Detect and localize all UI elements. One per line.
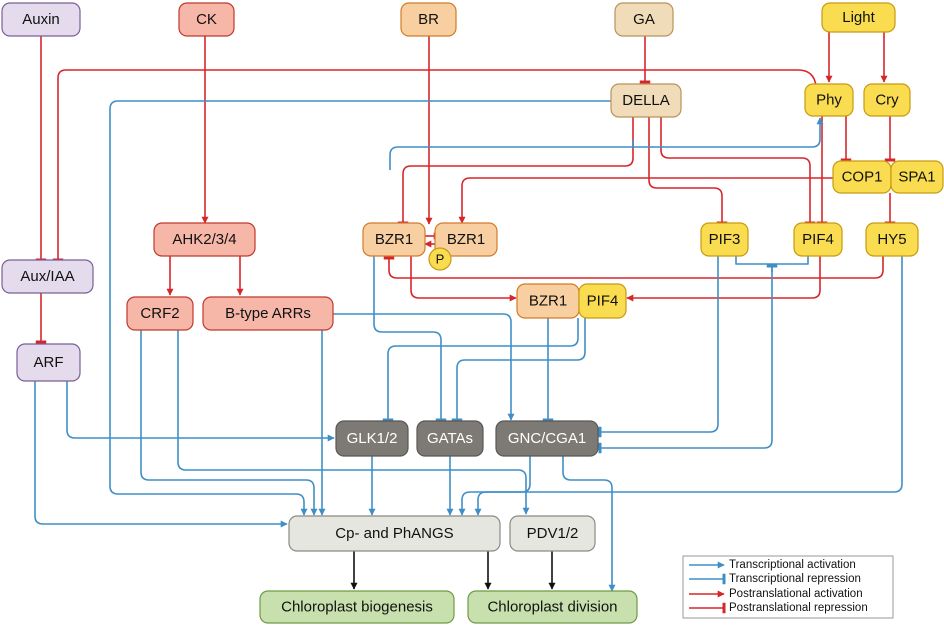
- node-crf2: CRF2: [126, 296, 194, 331]
- node-gatas: GATAs: [416, 420, 484, 457]
- node-br: BR: [400, 2, 457, 37]
- node-ahk: AHK2/3/4: [153, 222, 256, 257]
- node-pdv: PDV1/2: [509, 515, 596, 552]
- node-cop1: COP1: [832, 160, 892, 194]
- node-light: Light: [821, 2, 896, 33]
- node-bzr1-left: BZR1: [362, 222, 426, 257]
- node-aux-iaa: Aux/IAA: [1, 259, 94, 294]
- svg-text:Cry: Cry: [875, 92, 899, 109]
- edge-hy5-bzr1: [383, 256, 884, 279]
- svg-text:AHK2/3/4: AHK2/3/4: [172, 231, 236, 248]
- edge-arf-cp: [34, 381, 288, 528]
- node-auxin: Auxin: [1, 2, 81, 37]
- svg-text:BZR1: BZR1: [375, 231, 413, 248]
- svg-text:BR: BR: [418, 11, 439, 28]
- edge-della-pif4: [660, 116, 816, 225]
- node-bzr1-right: BZR1: [434, 222, 498, 257]
- node-hy5: HY5: [865, 222, 919, 257]
- svg-text:CRF2: CRF2: [140, 305, 179, 322]
- edge-cop1-bzr1: [458, 177, 833, 224]
- svg-text:PDV1/2: PDV1/2: [527, 525, 579, 542]
- edge-gnc-cp: [458, 456, 531, 516]
- svg-text:COP1: COP1: [842, 169, 883, 186]
- svg-text:Light: Light: [842, 9, 875, 26]
- node-chloroplast-division: Chloroplast division: [467, 590, 638, 624]
- node-cp-phangs: Cp- and PhANGS: [288, 515, 501, 552]
- svg-text:Chloroplast division: Chloroplast division: [487, 599, 617, 616]
- node-pif4-top: PIF4: [793, 222, 843, 257]
- edge-crf2-cp: [140, 330, 318, 516]
- node-ga: GA: [614, 2, 674, 37]
- node-pif3: PIF3: [700, 222, 749, 257]
- node-ck: CK: [178, 2, 235, 37]
- legend-item-postranslational-repression: Postranslational repression: [689, 602, 868, 614]
- edge-della-bzr1: [397, 116, 634, 225]
- edge-arf-glk: [66, 381, 335, 442]
- svg-text:Transcriptional repression: Transcriptional repression: [729, 573, 861, 585]
- svg-text:CK: CK: [196, 11, 217, 28]
- legend-item-transcriptional-repression: Transcriptional repression: [689, 573, 861, 585]
- edge-della-pif3: [648, 116, 728, 225]
- edge-phy-auxiaa: [52, 69, 817, 262]
- legend-item-transcriptional-activation: Transcriptional activation: [689, 559, 856, 571]
- legend: Transcriptional activation Transcription…: [682, 555, 894, 619]
- node-chloroplast-biogenesis: Chloroplast biogenesis: [259, 590, 455, 624]
- node-della: DELLA: [610, 83, 682, 118]
- svg-text:GA: GA: [633, 11, 655, 28]
- svg-text:SPA1: SPA1: [898, 169, 935, 186]
- node-glk: GLK1/2: [335, 420, 409, 457]
- node-b-type-arrs: B-type ARRs: [202, 296, 334, 331]
- svg-text:Auxin: Auxin: [22, 11, 60, 28]
- svg-text:Cp- and PhANGS: Cp- and PhANGS: [335, 525, 453, 542]
- edge-barrs-gnc: [333, 313, 515, 421]
- svg-text:P: P: [436, 252, 445, 267]
- svg-text:Aux/IAA: Aux/IAA: [20, 268, 74, 285]
- edge-della-cp: [109, 100, 611, 516]
- svg-text:HY5: HY5: [877, 231, 906, 248]
- edge-della-phy: [389, 118, 820, 170]
- edge-pif3-gnc: [598, 256, 719, 438]
- edge-bzr1-bzr1pif4: [410, 256, 517, 302]
- edge-hy5-cp: [474, 256, 903, 516]
- svg-text:BZR1: BZR1: [529, 293, 567, 310]
- svg-text:Postranslational repression: Postranslational repression: [729, 602, 868, 614]
- node-arf: ARF: [16, 343, 81, 382]
- svg-text:Chloroplast biogenesis: Chloroplast biogenesis: [281, 599, 433, 616]
- svg-text:Phy: Phy: [816, 92, 842, 109]
- svg-text:GNC/CGA1: GNC/CGA1: [508, 430, 586, 447]
- node-phosphate: P: [428, 247, 452, 271]
- node-cry: Cry: [863, 83, 911, 117]
- svg-text:GATAs: GATAs: [427, 430, 473, 447]
- svg-text:PIF3: PIF3: [709, 231, 741, 248]
- svg-text:BZR1: BZR1: [447, 231, 485, 248]
- edges: [34, 32, 903, 592]
- edge-crf2-pdv: [177, 330, 530, 515]
- svg-text:DELLA: DELLA: [622, 92, 670, 109]
- node-pif4-mid: PIF4: [578, 283, 627, 319]
- edge-pif4-bzr1pif4: [626, 256, 821, 302]
- edge-gnc-division: [562, 456, 616, 592]
- legend-item-postranslational-activation: Postranslational activation: [689, 588, 863, 600]
- edge-bzr1pif4-gatas: [451, 318, 586, 422]
- node-spa1: SPA1: [890, 160, 944, 194]
- edge-bzr1pif4-glk: [382, 318, 579, 422]
- svg-text:B-type ARRs: B-type ARRs: [225, 305, 311, 322]
- svg-text:PIF4: PIF4: [587, 293, 619, 310]
- svg-text:ARF: ARF: [34, 354, 64, 371]
- svg-text:Transcriptional activation: Transcriptional activation: [729, 559, 856, 571]
- svg-text:Postranslational activation: Postranslational activation: [729, 588, 863, 600]
- svg-text:PIF4: PIF4: [802, 231, 834, 248]
- edge-bzr1-gatas: [373, 256, 447, 422]
- svg-text:GLK1/2: GLK1/2: [347, 430, 398, 447]
- node-bzr1-mid: BZR1: [516, 283, 580, 319]
- node-gnc: GNC/CGA1: [495, 420, 599, 457]
- node-phy: Phy: [804, 83, 854, 117]
- edge-pif34-gnc: [600, 256, 809, 448]
